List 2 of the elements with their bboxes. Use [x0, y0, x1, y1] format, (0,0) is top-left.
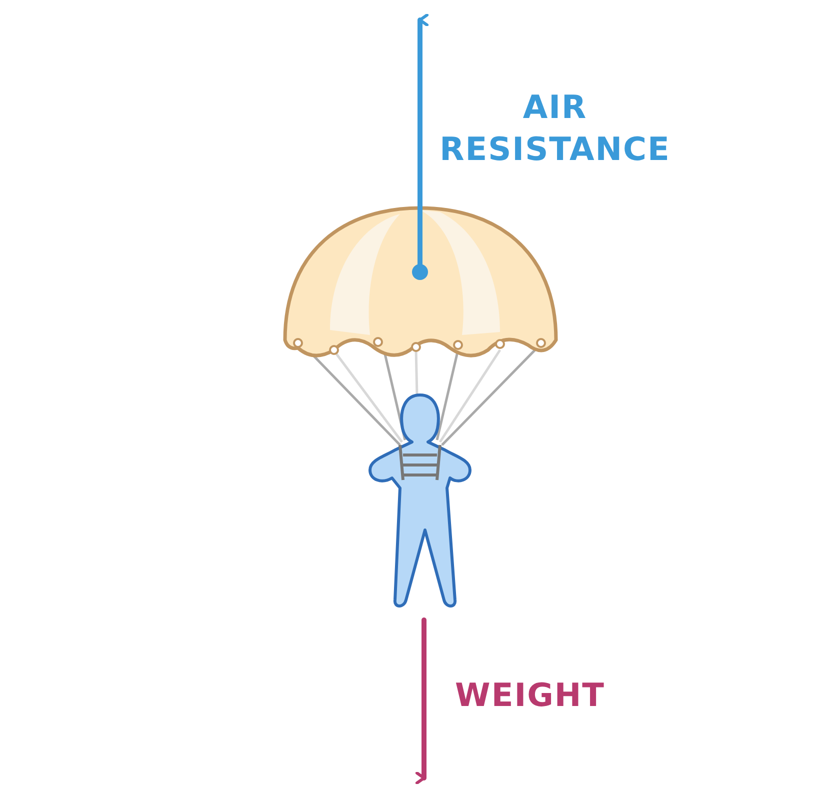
- force-label: AIR RESISTANCE: [438, 87, 672, 170]
- force-label: WEIGHT: [454, 675, 606, 716]
